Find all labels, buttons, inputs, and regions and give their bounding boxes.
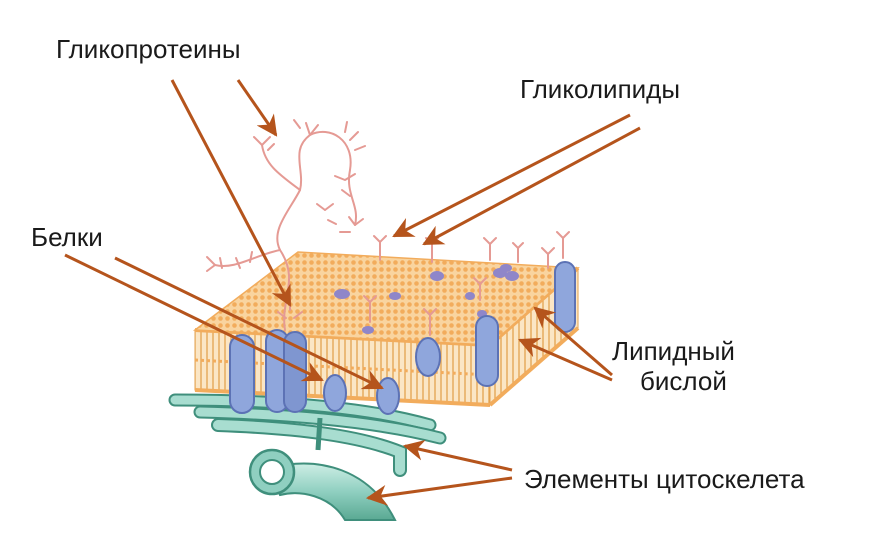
arrow-bilayer-2 bbox=[518, 337, 613, 382]
peripheral-protein bbox=[376, 377, 400, 415]
glycolipid-chain bbox=[483, 237, 497, 261]
sugar-branch bbox=[235, 251, 253, 269]
surface-bump bbox=[362, 326, 374, 334]
label-glycolipids: Гликолипиды bbox=[520, 74, 681, 104]
arrow-cytoskeleton-2 bbox=[365, 476, 513, 506]
label-lipid-bilayer-line1: Липидный bbox=[612, 336, 735, 366]
surface-bump bbox=[334, 289, 350, 299]
arrow-proteins-2 bbox=[114, 256, 384, 390]
glycolipid-chain bbox=[473, 277, 487, 301]
sugar-branch bbox=[206, 256, 223, 272]
label-lipid-bilayer-line2: бислой bbox=[640, 366, 727, 396]
arrow-glycoproteins-2 bbox=[170, 79, 292, 307]
integral-protein-edge bbox=[475, 315, 499, 387]
label-lipid-bilayer: Липидный бислой bbox=[612, 336, 735, 396]
arrow-cytoskeleton-1 bbox=[402, 439, 513, 472]
label-proteins: Белки bbox=[31, 222, 103, 252]
membrane-proteins-group bbox=[229, 261, 576, 415]
glycoprotein-chain bbox=[261, 144, 301, 191]
surface-bump bbox=[389, 292, 401, 300]
label-glycoproteins: Гликопротеины bbox=[56, 34, 241, 64]
arrow-proteins-1 bbox=[64, 253, 324, 382]
glycolipid-chain bbox=[373, 235, 387, 261]
transmembrane-protein bbox=[229, 334, 255, 414]
microfilament-2-core bbox=[195, 407, 445, 443]
cytoskeleton-linker bbox=[315, 417, 323, 451]
surface-proteins-group bbox=[334, 264, 519, 334]
bilayer-side-bottom-edge bbox=[488, 326, 580, 407]
glycolipid-chain bbox=[363, 295, 377, 323]
microtubule bbox=[268, 462, 397, 521]
cytoskeleton-group bbox=[168, 393, 447, 521]
arrows-group bbox=[64, 79, 641, 506]
glycolipid-chain bbox=[512, 242, 524, 263]
glycolipid-chain bbox=[556, 231, 570, 259]
microfilament-1-core bbox=[170, 395, 435, 430]
integral-protein bbox=[415, 337, 441, 377]
integral-protein-side bbox=[554, 261, 576, 333]
peripheral-protein bbox=[323, 374, 347, 412]
glycoprotein-chain bbox=[276, 130, 357, 331]
sugar-branch bbox=[316, 203, 337, 225]
sugar-branch bbox=[334, 173, 356, 197]
glycolipid-chain bbox=[423, 308, 437, 336]
sugar-branch bbox=[253, 136, 275, 151]
surface-bump bbox=[430, 271, 444, 281]
label-cytoskeleton: Элементы цитоскелета bbox=[524, 464, 805, 494]
surface-bump bbox=[500, 264, 512, 272]
glycoprotein-chain bbox=[214, 249, 281, 267]
arrow-glycolipids-2 bbox=[422, 126, 641, 246]
surface-bump bbox=[465, 292, 475, 300]
glycolipid-chain bbox=[541, 247, 555, 269]
arrow-bilayer-1 bbox=[533, 306, 613, 377]
microtubule-lumen bbox=[259, 459, 285, 485]
sugar-branch bbox=[293, 119, 319, 136]
microfilament-3-core bbox=[213, 420, 405, 475]
surface-bump bbox=[505, 271, 519, 281]
arrow-glycolipids-1 bbox=[392, 113, 631, 238]
sugar-branch bbox=[344, 121, 366, 151]
sugar-branch bbox=[339, 216, 364, 233]
arrow-glycoproteins-1 bbox=[236, 79, 278, 137]
